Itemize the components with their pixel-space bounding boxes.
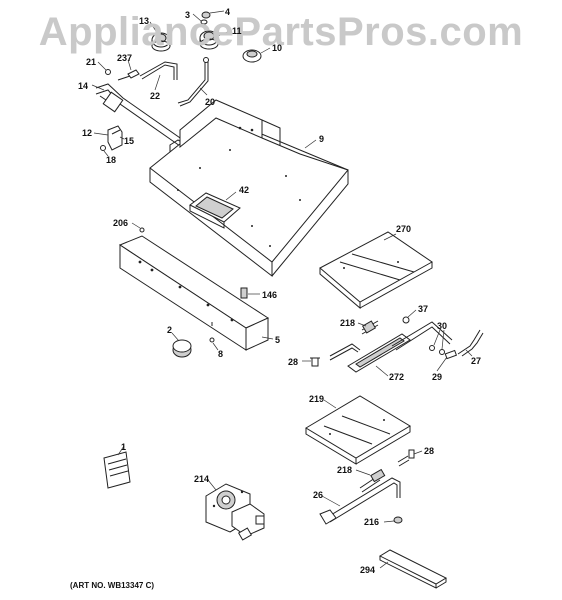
bracket-12 bbox=[93, 125, 125, 157]
pressure-regulator-214 bbox=[205, 479, 265, 541]
callout-2: 2 bbox=[167, 325, 173, 335]
nut-4 bbox=[201, 10, 225, 19]
literature-packet-1 bbox=[103, 445, 131, 489]
callout-10: 10 bbox=[272, 43, 283, 53]
callout-28b: 28 bbox=[424, 446, 435, 456]
callout-22: 22 bbox=[150, 91, 161, 101]
callout-214: 214 bbox=[194, 474, 210, 484]
burner-box-9 bbox=[149, 99, 349, 278]
callout-37: 37 bbox=[418, 304, 429, 314]
callout-272: 272 bbox=[389, 372, 405, 382]
callout-8: 8 bbox=[218, 349, 224, 359]
callout-216: 216 bbox=[364, 517, 380, 527]
callout-11: 11 bbox=[232, 26, 242, 36]
callout-218b: 218 bbox=[337, 465, 353, 475]
callout-12: 12 bbox=[82, 128, 93, 138]
callout-237: 237 bbox=[117, 53, 133, 63]
callout-294: 294 bbox=[360, 565, 376, 575]
manifold-panel-5 bbox=[118, 222, 274, 351]
callout-20: 20 bbox=[205, 97, 216, 107]
callout-218a: 218 bbox=[340, 318, 356, 328]
callout-219: 219 bbox=[309, 394, 325, 404]
burner-valve-11 bbox=[199, 30, 231, 50]
heat-shield-270 bbox=[319, 231, 433, 310]
callout-21: 21 bbox=[86, 57, 97, 67]
callout-29: 29 bbox=[432, 372, 443, 382]
callout-206: 206 bbox=[113, 218, 129, 228]
callout-270: 270 bbox=[396, 224, 412, 234]
callout-3: 3 bbox=[185, 10, 191, 20]
washer-3 bbox=[192, 13, 208, 25]
callout-13: 13 bbox=[139, 16, 150, 26]
callout-26: 26 bbox=[313, 490, 324, 500]
callout-4: 4 bbox=[225, 7, 231, 17]
burner-valve-13 bbox=[149, 21, 171, 52]
broil-burner-272 bbox=[302, 309, 484, 377]
tube-22 bbox=[139, 61, 178, 91]
cap-10 bbox=[242, 47, 271, 63]
callout-30: 30 bbox=[437, 321, 448, 331]
bake-burner-26 bbox=[319, 449, 423, 525]
callout-18: 18 bbox=[106, 155, 117, 165]
knob-2 bbox=[171, 332, 192, 358]
art-number: (ART NO. WB13347 C) bbox=[70, 581, 155, 590]
tube-20 bbox=[177, 57, 209, 107]
callout-9: 9 bbox=[319, 134, 325, 144]
callout-5: 5 bbox=[275, 335, 281, 345]
igniter-294 bbox=[378, 549, 448, 589]
shield-219 bbox=[305, 395, 411, 465]
callout-1: 1 bbox=[121, 442, 127, 452]
callout-42: 42 bbox=[239, 185, 250, 195]
callout-28a: 28 bbox=[288, 357, 299, 367]
callout-14: 14 bbox=[78, 81, 89, 91]
callout-15: 15 bbox=[124, 136, 135, 146]
callout-27: 27 bbox=[471, 356, 482, 366]
callout-146: 146 bbox=[262, 290, 278, 300]
